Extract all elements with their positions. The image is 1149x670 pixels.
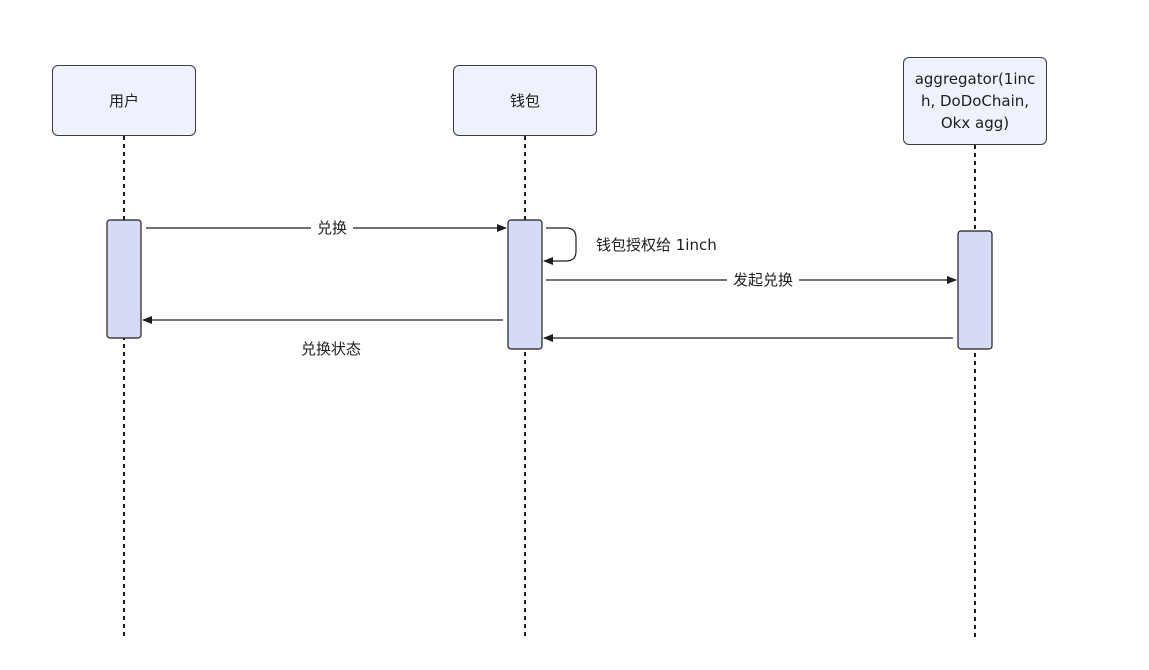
message-initiate-label: 发起兑换 (727, 271, 800, 289)
message-approve-label: 钱包授权给 1inch (590, 236, 723, 254)
activation-aggregator (957, 230, 993, 350)
activation-user (106, 219, 142, 339)
message-status-label: 兑换状态 (295, 340, 368, 358)
arrow-approve-self (543, 227, 577, 265)
participant-wallet: 钱包 (453, 65, 597, 136)
participant-aggregator-line-2: h, DoDoChain, (920, 92, 1030, 110)
participant-aggregator-line-1: aggregator(1inc (914, 70, 1036, 88)
participant-aggregator: aggregator(1inc h, DoDoChain, Okx agg) (903, 57, 1047, 145)
message-swap-label: 兑换 (311, 219, 354, 237)
participant-user: 用户 (52, 65, 196, 136)
participant-user-label: 用户 (108, 91, 139, 110)
activation-wallet (507, 219, 543, 350)
participant-wallet-label: 钱包 (509, 91, 540, 110)
participant-aggregator-line-3: Okx agg) (940, 114, 1010, 132)
